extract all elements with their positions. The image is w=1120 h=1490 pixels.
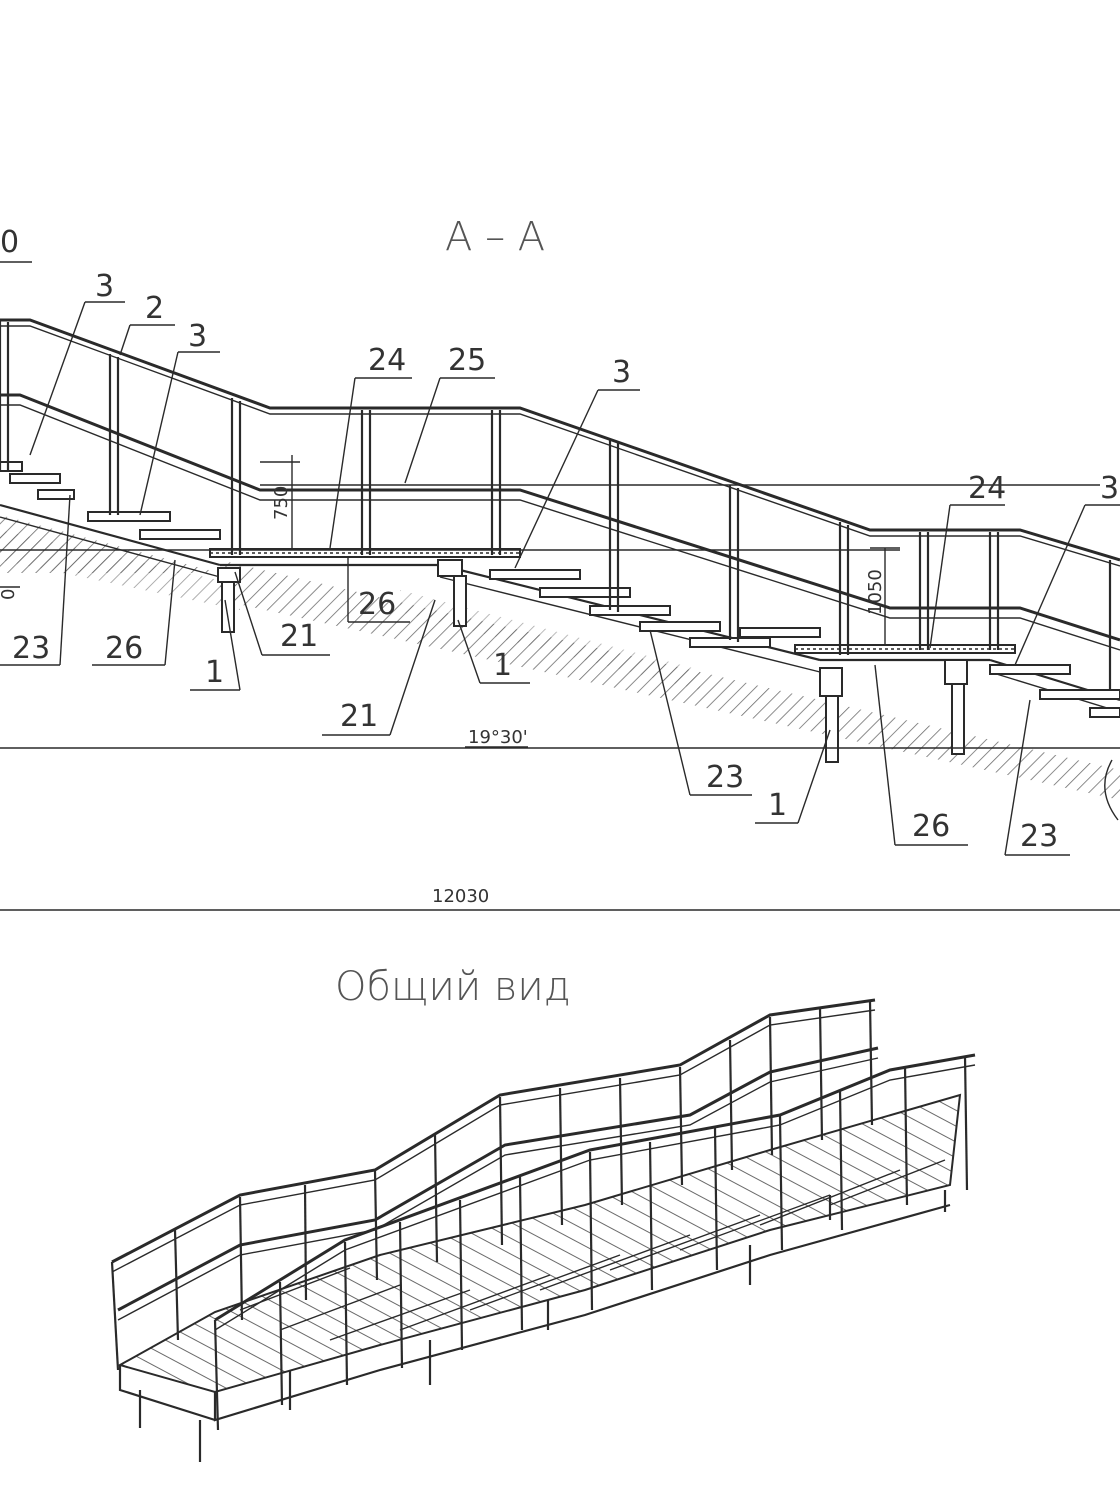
callout-label: 3 [1100,471,1119,506]
callouts: 3 2 3 24 25 3 24 3 23 [0,269,1120,856]
flight-1-steps [0,461,221,540]
landing-2 [794,644,1016,654]
general-view: Общий вид [110,964,976,1462]
callout-label: 26 [105,631,143,666]
callout-label: 24 [368,343,406,378]
callout-label: 23 [12,631,50,666]
general-view-title: Общий вид [335,964,571,1010]
left-dim-fragment: 0 [0,589,19,600]
dim-overall-length: 12030 [432,886,489,907]
callout-label: 1 [493,648,512,683]
callout-label: 1 [768,788,787,823]
callout-label: 3 [95,269,114,304]
dim-rail-height-750: 750 [271,486,292,520]
callout-label: 25 [448,343,486,378]
callout-label: 21 [340,699,378,734]
dim-rail-height-1050: 1050 [865,569,886,615]
tread-lines [239,1159,946,1341]
ground-hatching [0,515,1120,800]
callout-label: 1 [205,655,224,690]
callout-label: 24 [968,471,1006,506]
top-left-fragment: 0 [0,225,19,260]
handrail-top [0,318,1120,567]
walkway-deck [117,1093,962,1422]
section-a-a: А – А 0 [0,214,1120,911]
callout-label: 3 [188,319,207,354]
landing-1 [209,548,521,558]
support-posts [217,559,968,763]
callout-label: 2 [145,291,164,326]
section-title: А – А [445,214,545,260]
back-handrail [110,998,879,1371]
support-legs [138,1190,947,1462]
callout-label: 26 [358,587,396,622]
balusters [0,320,1112,690]
mid-rail [0,393,1120,651]
front-handrail [213,1053,976,1431]
flight-3-steps [989,664,1120,718]
callout-label: 3 [612,355,631,390]
dimension-lines [0,455,1120,911]
callout-label: 23 [706,760,744,795]
dim-slope-angle: 19°30' [468,727,528,748]
callout-label: 21 [280,619,318,654]
flight-2-steps [489,569,821,648]
callout-label: 26 [912,809,950,844]
callout-label: 23 [1020,819,1058,854]
